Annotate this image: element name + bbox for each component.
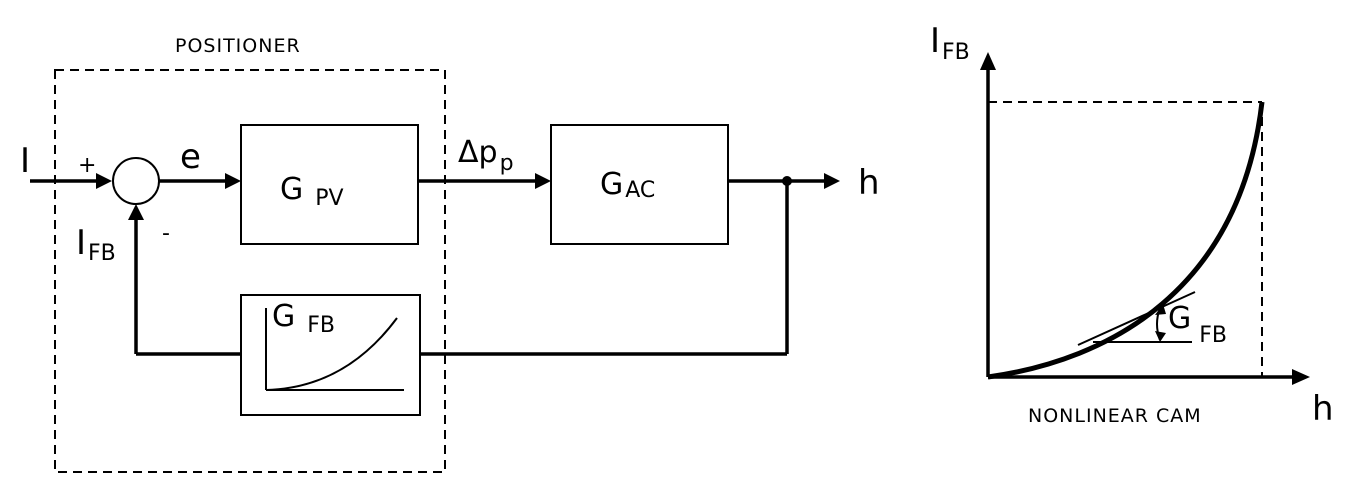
ac-block bbox=[550, 124, 729, 245]
ac-block-label: GAC bbox=[600, 167, 655, 203]
input-arrowhead bbox=[96, 173, 112, 189]
cam-curve bbox=[987, 101, 1265, 380]
output-arrowhead bbox=[824, 173, 840, 189]
cam-x-arrowhead bbox=[1292, 369, 1310, 385]
positioner-boundary bbox=[54, 69, 446, 473]
output-label: h bbox=[858, 163, 880, 203]
feedback-arrowhead bbox=[128, 204, 144, 220]
summing-junction bbox=[112, 157, 160, 205]
pressure-signal-label: Δpp bbox=[458, 135, 514, 176]
error-label: e bbox=[180, 137, 201, 177]
error-arrowhead bbox=[225, 173, 241, 189]
cam-y-axis-label: IFB bbox=[930, 21, 970, 65]
cam-slope-arrow-bottom bbox=[1155, 331, 1166, 342]
sum-minus-sign: - bbox=[162, 221, 170, 246]
fb-block bbox=[240, 294, 421, 416]
cam-slope-arrow-top bbox=[1155, 304, 1166, 315]
pv-block bbox=[240, 124, 419, 245]
fb-mini-curve bbox=[265, 317, 398, 391]
cam-x-axis-label: h bbox=[1312, 389, 1334, 429]
sum-plus-sign: + bbox=[78, 153, 96, 178]
cam-caption: NONLINEAR CAM bbox=[1028, 405, 1202, 427]
cam-y-arrowhead bbox=[980, 52, 996, 70]
pressure-arrowhead bbox=[535, 173, 551, 189]
input-label: I bbox=[20, 141, 30, 181]
cam-tangent-line bbox=[1077, 291, 1196, 346]
positioner-label: POSITIONER bbox=[175, 35, 301, 57]
feedback-signal-label: IFB bbox=[76, 223, 116, 266]
